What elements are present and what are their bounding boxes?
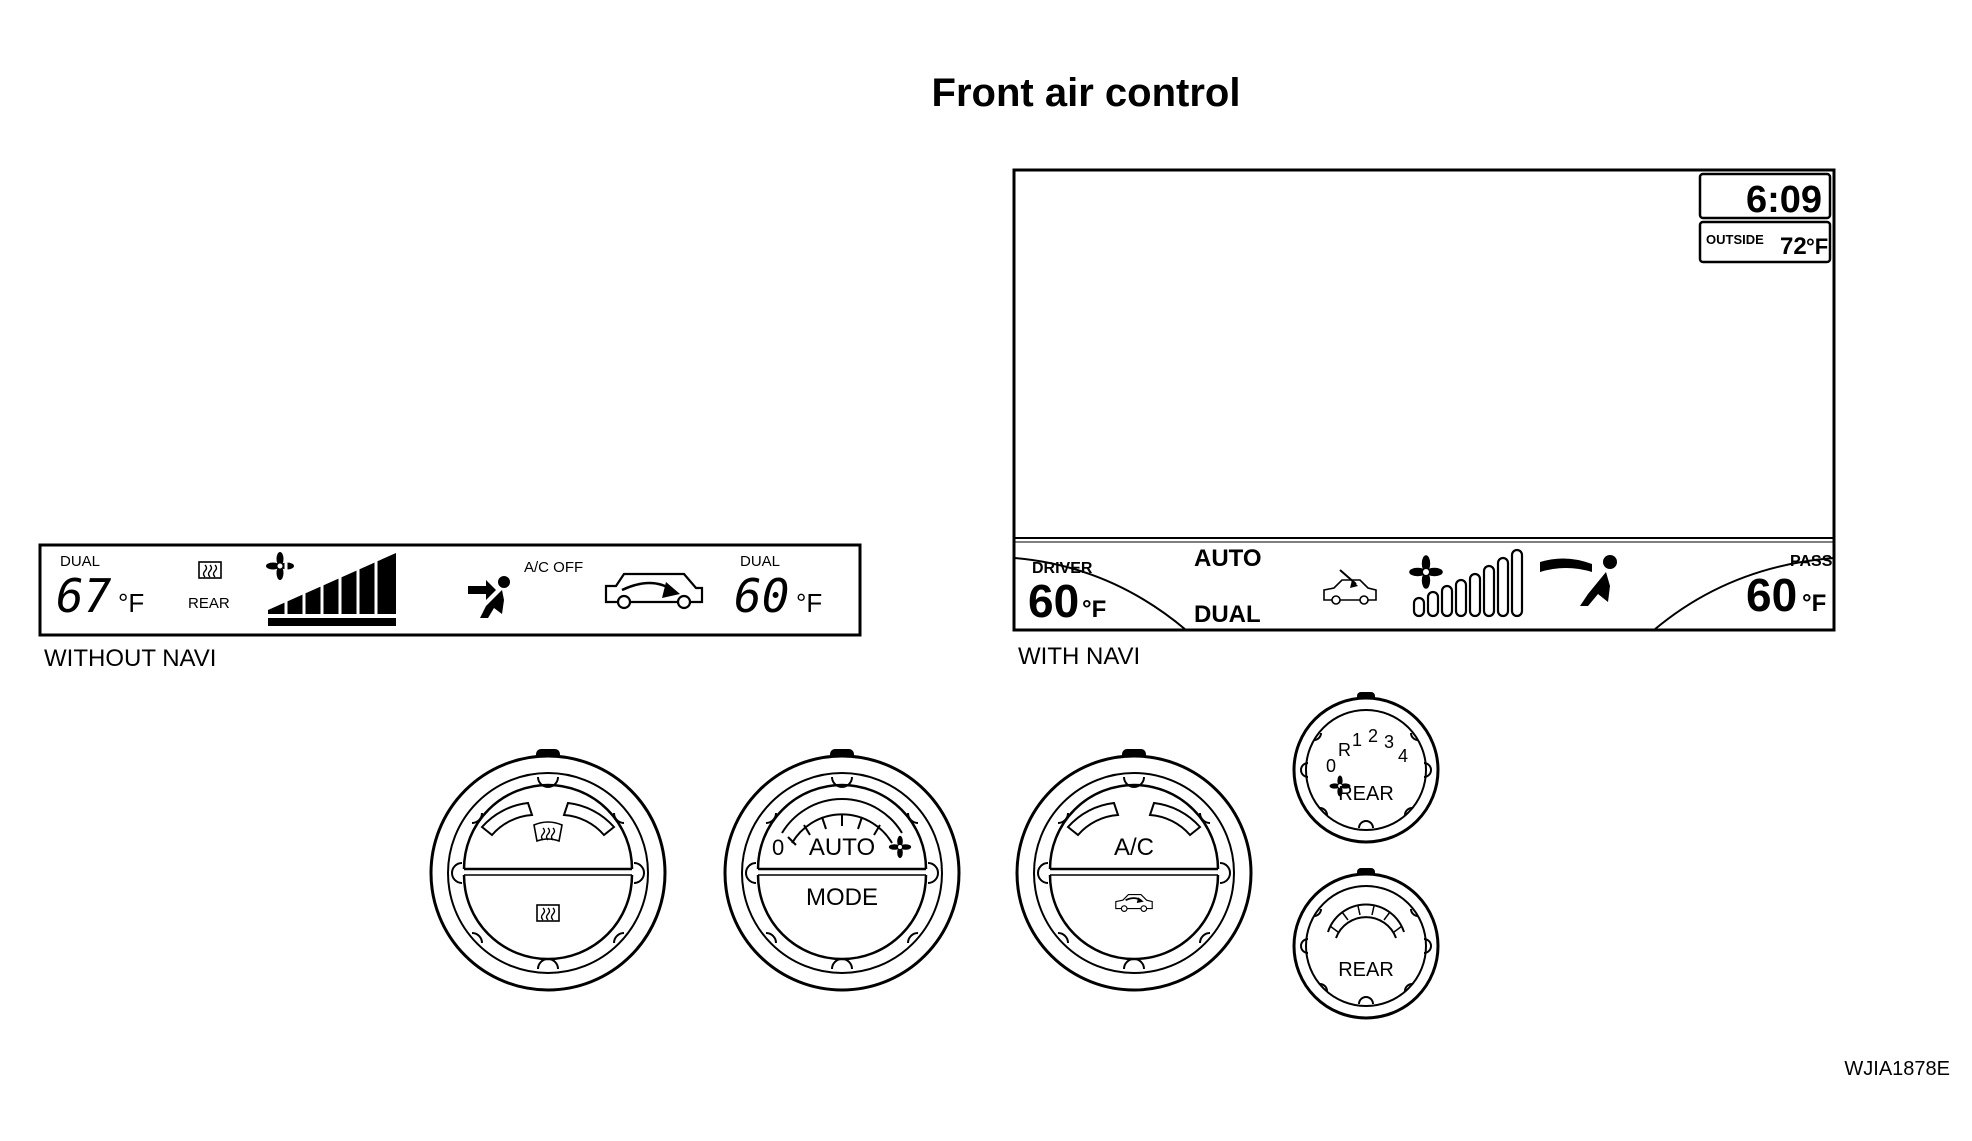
- fan-icon: [266, 552, 294, 580]
- page-title: Front air control: [932, 71, 1241, 115]
- knob2-mode: MODE: [806, 884, 878, 911]
- left-temp: 67: [56, 569, 112, 623]
- pass-label: PASS: [1790, 553, 1833, 570]
- fan-icon: [1409, 555, 1443, 589]
- right-temp-unit: °F: [796, 588, 822, 618]
- rear-fan-label: REAR: [1338, 783, 1394, 805]
- rear-fan-1: 1: [1352, 730, 1362, 750]
- fan-level-bars: [268, 553, 396, 626]
- dual-label: DUAL: [1194, 601, 1261, 628]
- vent-mode-icon: [1540, 555, 1617, 606]
- outside-label: OUTSIDE: [1706, 232, 1764, 247]
- rear-fan-2: 2: [1368, 726, 1378, 746]
- driver-temp-unit: °F: [1082, 596, 1106, 623]
- clock: 6:09: [1746, 179, 1822, 221]
- knob-defrost[interactable]: [429, 749, 667, 992]
- figure-code: WJIA1878E: [1844, 1058, 1950, 1080]
- knob-auto-mode[interactable]: 0 AUTO MODE: [723, 749, 961, 992]
- recirculation-icon: [1115, 894, 1153, 912]
- recirculation-icon: [604, 572, 704, 610]
- knob-rear-temp[interactable]: REAR: [1292, 868, 1440, 1020]
- with-navi-caption: WITH NAVI: [1018, 643, 1140, 670]
- driver-temp: 60: [1028, 575, 1079, 627]
- right-dual-label: DUAL: [740, 553, 780, 570]
- knob3-ac: A/C: [1114, 834, 1154, 861]
- rear-label: REAR: [188, 595, 230, 612]
- outside-temp: 72: [1780, 233, 1807, 260]
- outside-temp-unit: °F: [1806, 234, 1828, 259]
- rear-fan-zero: 0: [1326, 756, 1336, 776]
- knob2-zero: 0: [772, 835, 784, 860]
- driver-label: DRIVER: [1032, 560, 1093, 577]
- left-temp-unit: °F: [118, 588, 144, 618]
- without-navi-caption: WITHOUT NAVI: [44, 645, 216, 672]
- intake-car-icon: [1323, 569, 1377, 605]
- fan-speed-bars-icon: [1412, 548, 1524, 618]
- ac-off-label: A/C OFF: [524, 559, 583, 576]
- knob2-auto: AUTO: [809, 834, 875, 861]
- with-navi-display: 6:09 OUTSIDE 72 °F DRIVER 60 °F AUTO DUA…: [1012, 168, 1836, 632]
- left-dual-label: DUAL: [60, 553, 100, 570]
- pass-temp-unit: °F: [1802, 590, 1826, 617]
- rear-fan-3: 3: [1384, 732, 1394, 752]
- rear-fan-r: R: [1338, 740, 1351, 760]
- vent-mode-icon: [468, 576, 510, 618]
- pass-temp: 60: [1746, 569, 1797, 621]
- without-navi-display: DUAL 67 °F REAR A/C OFF DUAL 60 °F: [38, 543, 862, 637]
- rear-temp-label: REAR: [1338, 959, 1394, 981]
- knob-ac-recirc[interactable]: A/C: [1015, 749, 1253, 992]
- rear-fan-4: 4: [1398, 746, 1408, 766]
- rear-defrost-icon: [198, 561, 222, 579]
- knob-rear-fan[interactable]: R 1 2 3 4 0 REAR: [1292, 692, 1440, 844]
- right-temp: 60: [734, 569, 789, 623]
- auto-label: AUTO: [1194, 545, 1262, 572]
